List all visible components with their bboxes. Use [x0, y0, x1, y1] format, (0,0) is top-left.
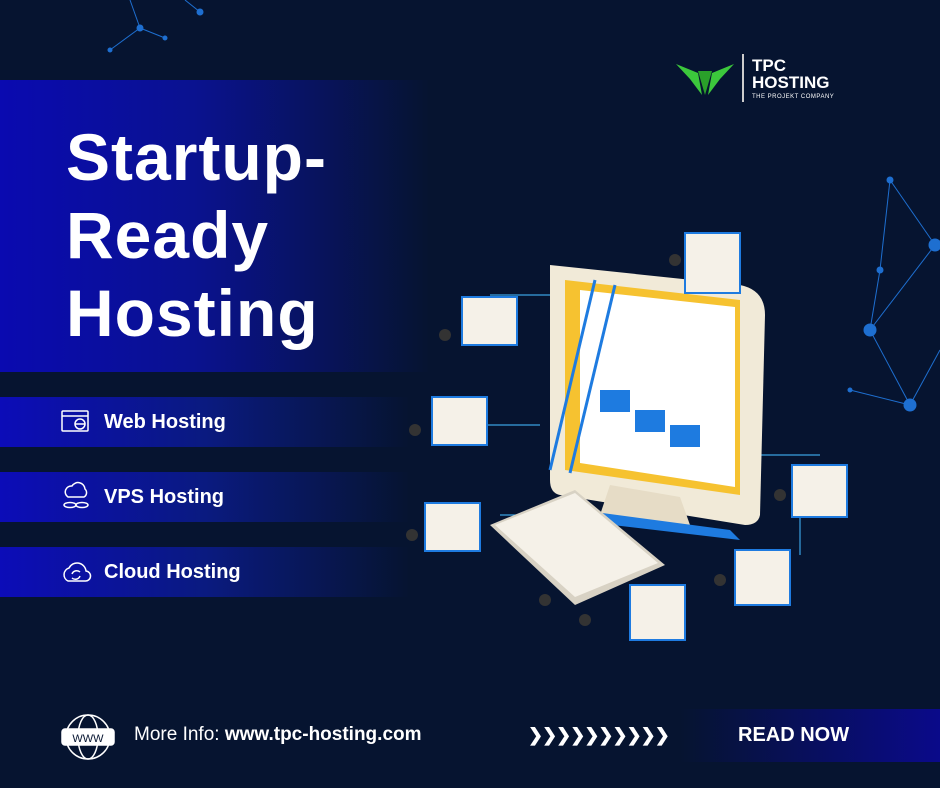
network-decoration-right — [847, 176, 940, 412]
eagle-pen-logo-icon — [676, 64, 734, 95]
headline-line2: Ready — [66, 198, 270, 272]
vps-icon — [63, 481, 89, 509]
chevrons-right-icon: ❯❯❯❯❯❯❯❯❯❯ — [528, 725, 670, 745]
logo-name-line2: HOSTING — [752, 72, 830, 92]
service-label: VPS Hosting — [104, 485, 225, 508]
logo-divider — [742, 54, 744, 102]
website-link[interactable]: www.tpc-hosting.com — [224, 724, 422, 745]
cloud-sync-icon — [63, 562, 92, 582]
service-cloud-hosting: Cloud Hosting — [0, 547, 410, 597]
hosting-illustration — [406, 232, 848, 641]
web-hosting-icon — [61, 410, 89, 432]
headline-line1: Startup- — [66, 120, 327, 194]
headline-line3: Hosting — [66, 276, 319, 350]
logo-tagline: THE PROJEKT COMPANY — [752, 93, 835, 100]
more-info-label: More Info: — [134, 724, 220, 745]
headline-band — [0, 80, 430, 372]
brand-logo: TPC HOSTING THE PROJEKT COMPANY — [676, 54, 834, 102]
service-label: Web Hosting — [104, 410, 226, 433]
service-label: Cloud Hosting — [104, 560, 241, 583]
network-decoration-top — [107, 0, 204, 53]
read-now-label: READ NOW — [738, 724, 850, 746]
service-web-hosting: Web Hosting — [0, 397, 410, 447]
read-now-button[interactable]: READ NOW — [680, 709, 940, 762]
headline: Startup- Ready Hosting — [66, 118, 327, 352]
svg-text:WWW: WWW — [72, 733, 104, 745]
globe-www-icon: WWW — [61, 714, 115, 760]
service-vps-hosting: VPS Hosting — [0, 472, 410, 522]
more-info: More Info: www.tpc-hosting.com — [134, 724, 422, 746]
logo-name-line1: TPC — [752, 55, 786, 75]
